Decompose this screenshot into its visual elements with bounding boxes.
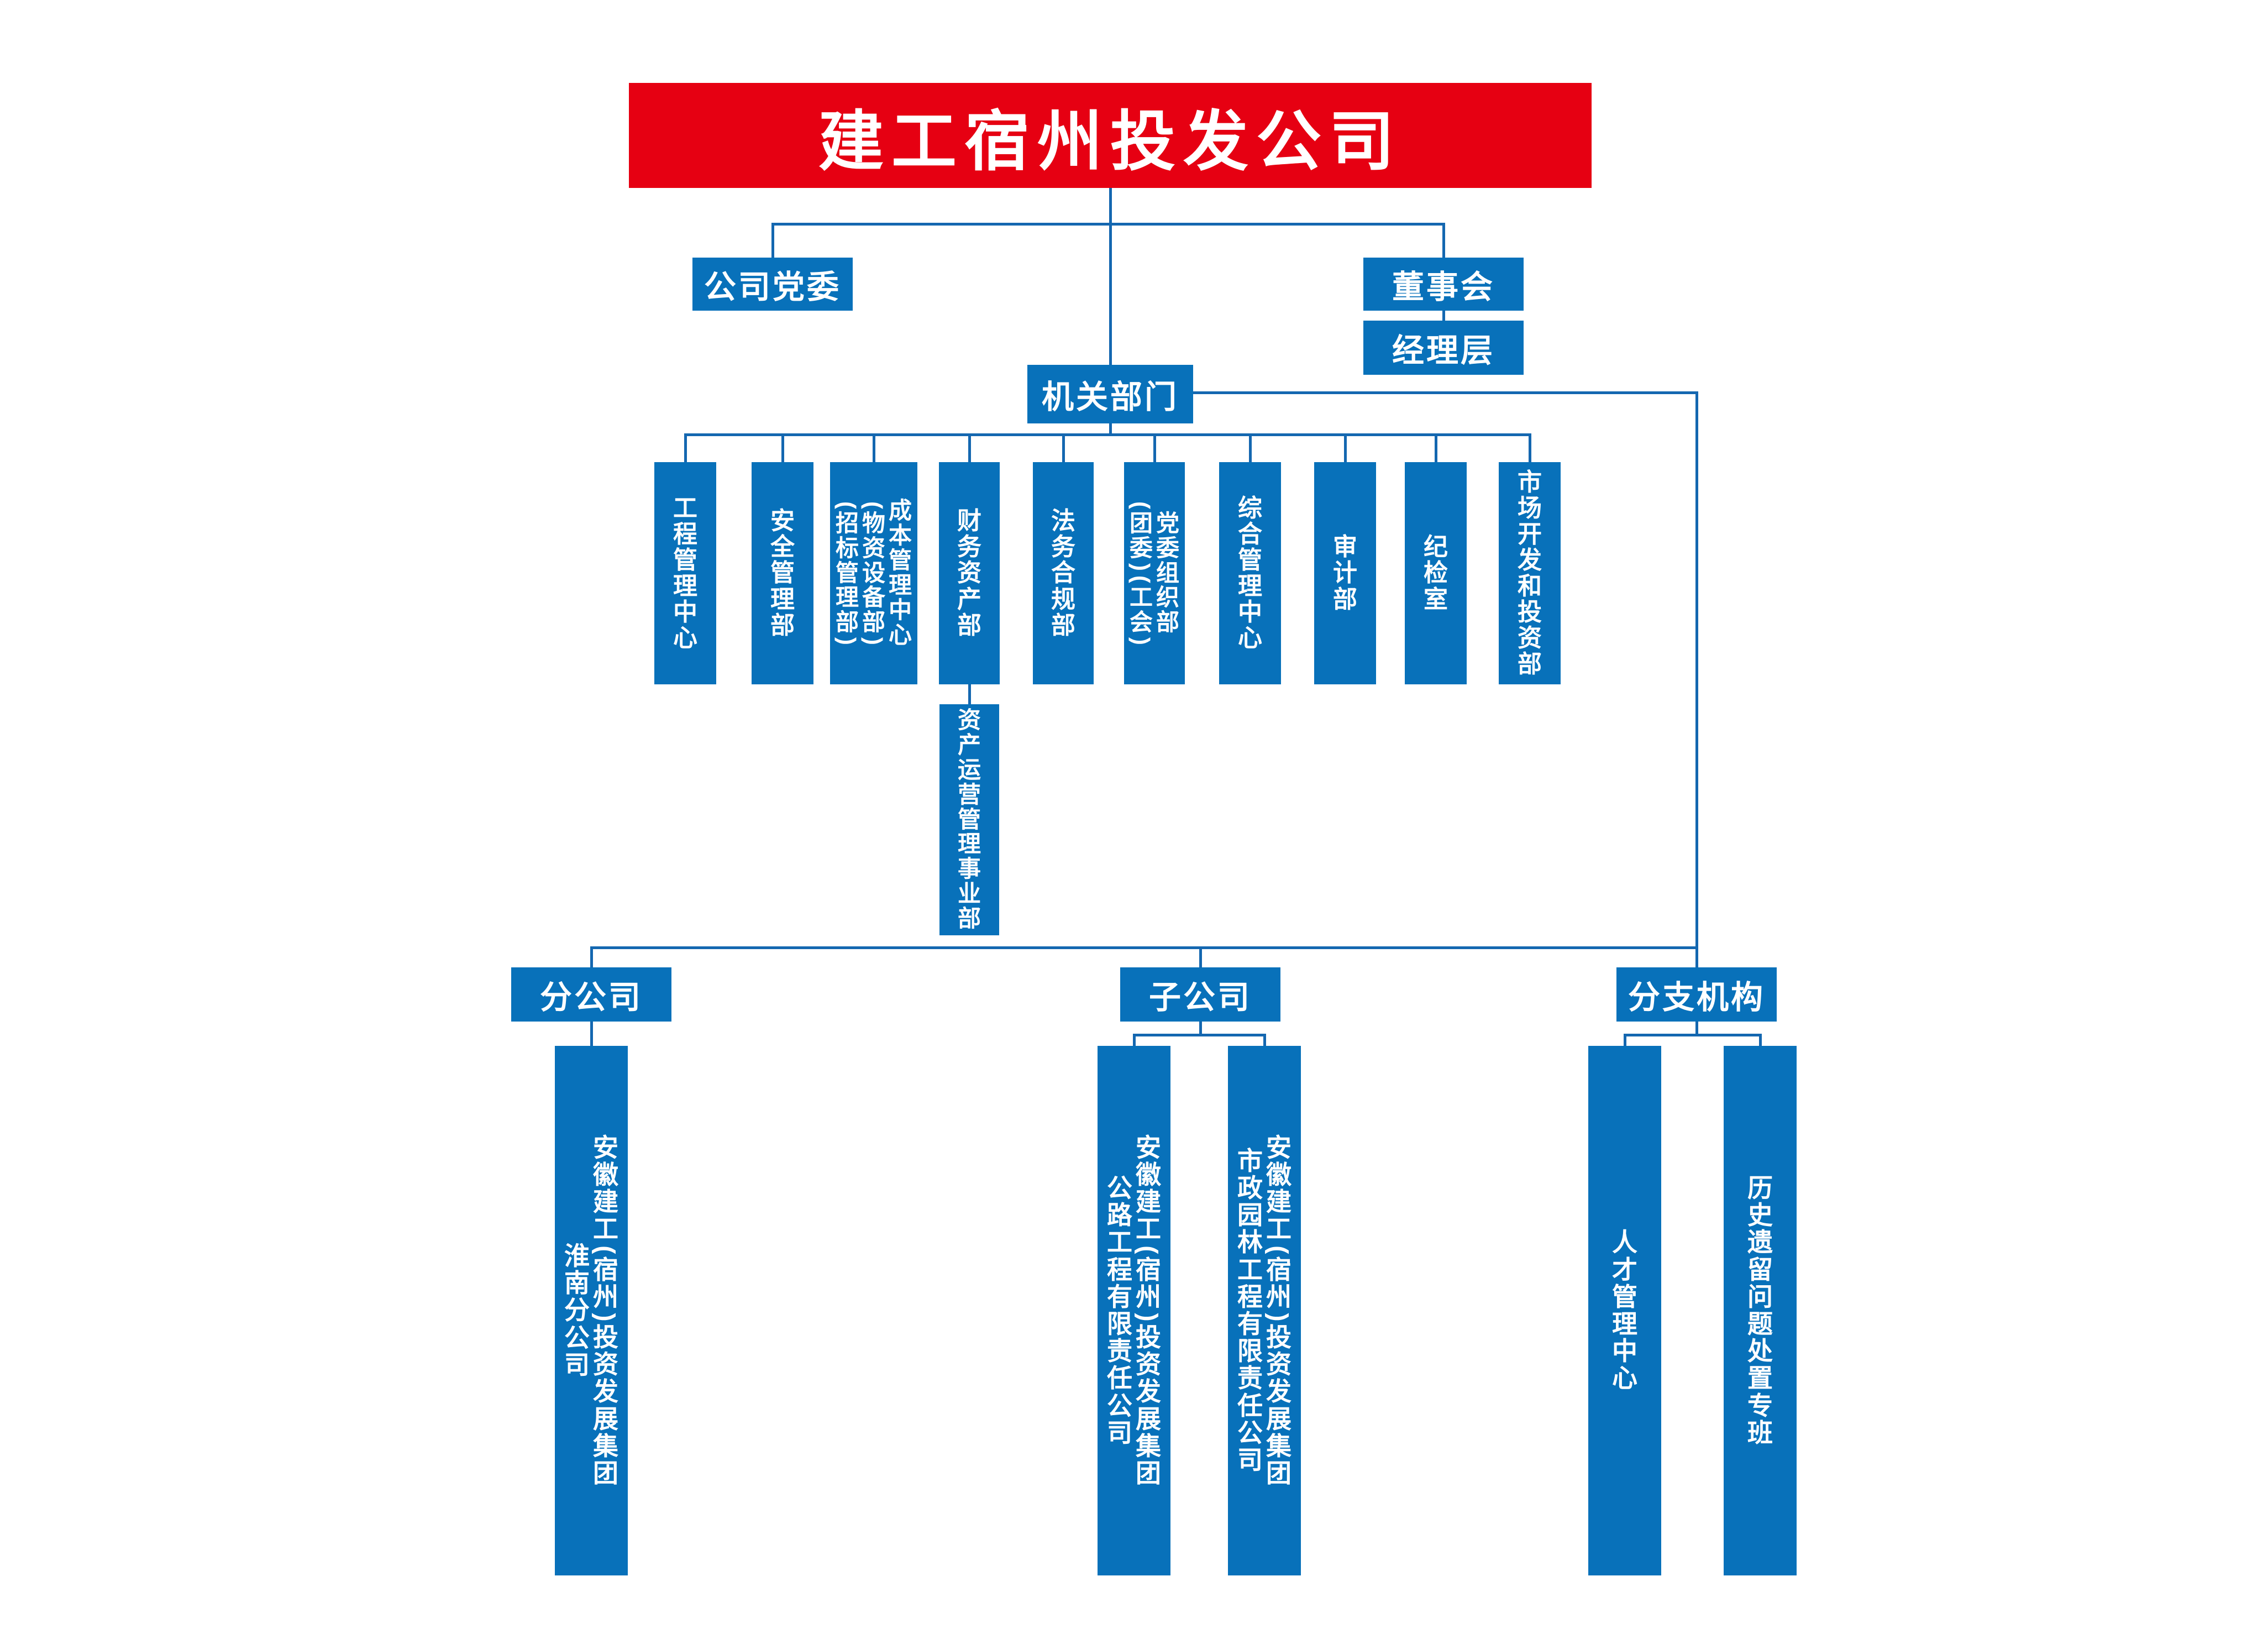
vertical-text-column: 市场开发和投资部 [1518,468,1542,678]
unit-legacy-issues-task-force: 历史遗留问题处置专班 [1724,1046,1797,1575]
asset-operation-division-box: 资产运营管理事业部 [939,704,999,935]
connector-line [1759,1034,1762,1046]
unit-talent-management-center: 人才管理中心 [1588,1046,1661,1575]
vertical-text-column: 党委组织部 [1156,510,1180,636]
connector-line [1133,1034,1266,1036]
management-layer-box: 经理层 [1363,321,1524,375]
connector-line [1442,311,1445,321]
dept-finance-assets: 财务资产部 [939,462,1000,684]
board-of-directors-box: 董事会 [1363,258,1524,311]
connector-line [1153,433,1156,462]
connector-line [1199,946,1202,967]
branch-organ-label: 分支机构 [1628,980,1765,1015]
vertical-text-column: 法务合规部 [1051,507,1075,639]
subsidiary-header-box: 子公司 [1120,967,1280,1022]
vertical-text-column: 安徽建工(宿州)投资发展集团 [1134,1133,1163,1488]
board-of-directors-label: 董事会 [1392,269,1495,305]
management-layer-label: 经理层 [1392,333,1495,369]
vertical-text-column: 历史遗留问题处置专班 [1747,1173,1773,1447]
unit-huainan-branch-company: 安徽建工(宿州)投资发展集团淮南分公司 [555,1046,628,1575]
connector-line [1193,391,1698,394]
branch-company-header-box: 分公司 [511,967,671,1022]
connector-line [781,433,784,462]
connector-line [771,223,1445,226]
branch-organ-header-box: 分支机构 [1616,967,1777,1022]
connector-line [1133,1034,1136,1046]
connector-line [1695,1022,1698,1036]
connector-line [1062,433,1065,462]
vertical-text-column: 人才管理中心 [1612,1228,1637,1393]
connector-line [873,433,875,462]
connector-line [1344,433,1347,462]
vertical-text-column: 淮南分公司 [564,1241,590,1379]
connector-line [1109,223,1112,365]
company-title: 建工宿州投发公司 [818,105,1402,179]
connector-line [1109,423,1112,436]
vertical-text-column: 资产运营管理事业部 [957,706,981,932]
company-title-box: 建工宿州投发公司 [629,83,1592,188]
connector-line [684,433,687,462]
vertical-text-column: (招标管理部) [834,501,860,646]
connector-line [1249,433,1252,462]
connector-line [968,433,971,462]
vertical-text-column: 安徽建工(宿州)投资发展集团 [1264,1133,1294,1488]
vertical-text-column: 纪检室 [1424,533,1448,613]
connector-line [590,946,1698,949]
vertical-text-column: 公路工程有限责任公司 [1107,1173,1132,1447]
dept-party-organization: 党委组织部(团委)(工会) [1124,462,1185,684]
connector-line [1624,1034,1626,1046]
vertical-text-column: 安全管理部 [770,507,795,639]
connector-line [1529,433,1531,462]
dept-market-development-investment: 市场开发和投资部 [1499,462,1561,684]
hq-departments-label: 机关部门 [1041,379,1179,415]
connector-line [590,1022,593,1046]
connector-line [1435,433,1437,462]
subsidiary-label: 子公司 [1148,980,1252,1015]
hq-departments-box: 机关部门 [1027,365,1193,423]
branch-company-label: 分公司 [539,980,643,1015]
vertical-text-column: 综合管理中心 [1238,494,1262,652]
vertical-text-column: 成本管理中心 [889,498,912,648]
connector-line [1695,391,1698,967]
vertical-text-column: 市政园林工程有限责任公司 [1237,1146,1263,1475]
connector-line [771,223,774,258]
connector-line [590,946,593,967]
vertical-text-column: (物资设备部) [860,501,887,646]
vertical-text-column: 审计部 [1333,533,1357,613]
dept-safety-management: 安全管理部 [752,462,813,684]
dept-cost-management-center: 成本管理中心(物资设备部)(招标管理部) [830,462,917,684]
vertical-text-column: (团委)(工会) [1128,501,1154,645]
connector-line [1263,1034,1266,1046]
dept-discipline-inspection: 纪检室 [1405,462,1467,684]
connector-line [1624,1034,1762,1036]
unit-municipal-garden-engineering-company: 安徽建工(宿州)投资发展集团市政园林工程有限责任公司 [1228,1046,1301,1575]
vertical-text-column: 财务资产部 [957,507,981,639]
dept-legal-compliance: 法务合规部 [1033,462,1094,684]
connector-line [684,433,1531,436]
vertical-text-column: 工程管理中心 [673,494,697,652]
vertical-text-column: 安徽建工(宿州)投资发展集团 [591,1133,621,1488]
connector-line [1109,188,1112,225]
dept-engineering-management-center: 工程管理中心 [654,462,716,684]
unit-highway-engineering-company: 安徽建工(宿州)投资发展集团公路工程有限责任公司 [1098,1046,1170,1575]
connector-line [1442,223,1445,258]
connector-line [1199,1022,1202,1036]
dept-audit: 审计部 [1314,462,1376,684]
connector-line [968,684,971,704]
dept-general-management-center: 综合管理中心 [1219,462,1281,684]
party-committee-label: 公司党委 [704,269,841,305]
party-committee-box: 公司党委 [692,258,853,311]
